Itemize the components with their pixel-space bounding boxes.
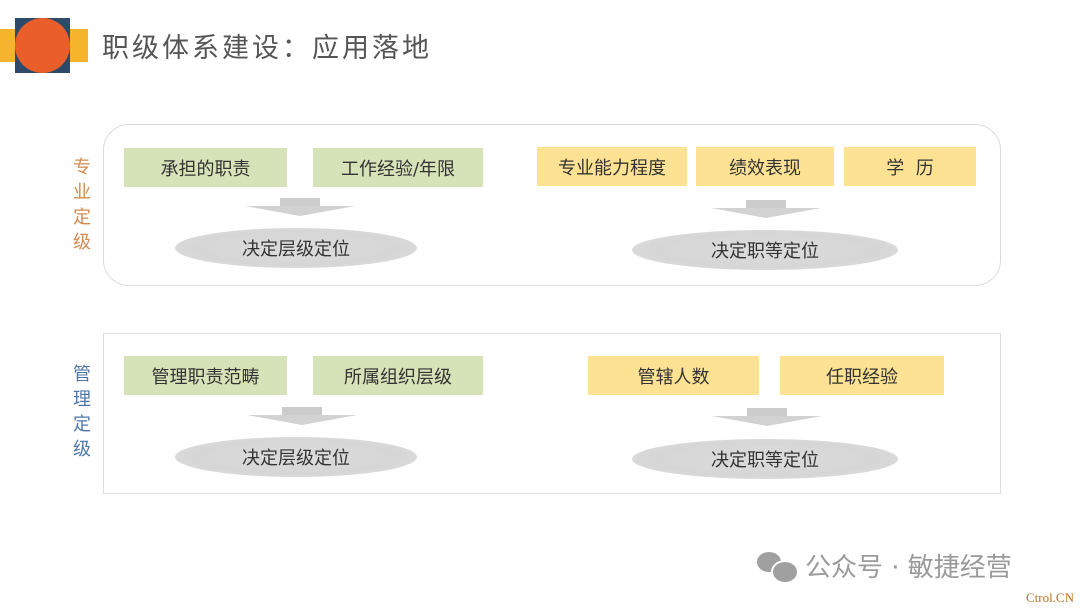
side-label-professional: 专 业 定 级 xyxy=(70,155,94,255)
side-label-char: 业 xyxy=(73,182,91,203)
result-oval-level: 决定层级定位 xyxy=(175,228,417,268)
factor-box-professional-ability: 专业能力程度 xyxy=(537,147,687,186)
side-label-char: 专 xyxy=(73,157,91,178)
side-label-management: 管 理 定 级 xyxy=(70,362,94,462)
down-arrow-icon xyxy=(712,408,822,428)
side-label-char: 定 xyxy=(73,207,91,228)
watermark: 公众号 · 敏捷经营 xyxy=(757,547,1012,584)
result-oval-grade: 决定职等定位 xyxy=(632,230,898,270)
factor-box-work-experience: 工作经验/年限 xyxy=(313,148,483,187)
side-label-char: 定 xyxy=(73,414,91,435)
factor-box-education: 学 历 xyxy=(844,147,976,186)
logo-circle-icon xyxy=(15,18,70,73)
page-title: 职级体系建设：应用落地 xyxy=(102,33,432,64)
logo xyxy=(0,18,92,74)
down-arrow-icon xyxy=(247,407,357,427)
factor-box-responsibilities: 承担的职责 xyxy=(124,148,287,187)
credit-text: Ctrol.CN xyxy=(1025,590,1074,605)
factor-box-org-level: 所属组织层级 xyxy=(313,356,483,395)
wechat-icon xyxy=(757,550,799,584)
watermark-text: 公众号 · 敏捷经营 xyxy=(805,553,1012,583)
side-label-char: 理 xyxy=(73,389,91,410)
side-label-char: 级 xyxy=(73,232,91,253)
side-label-char: 管 xyxy=(73,364,91,385)
side-label-char: 级 xyxy=(73,439,91,460)
down-arrow-icon xyxy=(245,198,355,218)
result-oval-level: 决定层级定位 xyxy=(175,437,417,477)
factor-box-headcount: 管辖人数 xyxy=(588,356,759,395)
factor-box-performance: 绩效表现 xyxy=(696,147,834,186)
result-oval-grade: 决定职等定位 xyxy=(632,439,898,479)
factor-box-tenure-experience: 任职经验 xyxy=(780,356,944,395)
factor-box-management-scope: 管理职责范畴 xyxy=(124,356,287,395)
down-arrow-icon xyxy=(711,200,821,220)
